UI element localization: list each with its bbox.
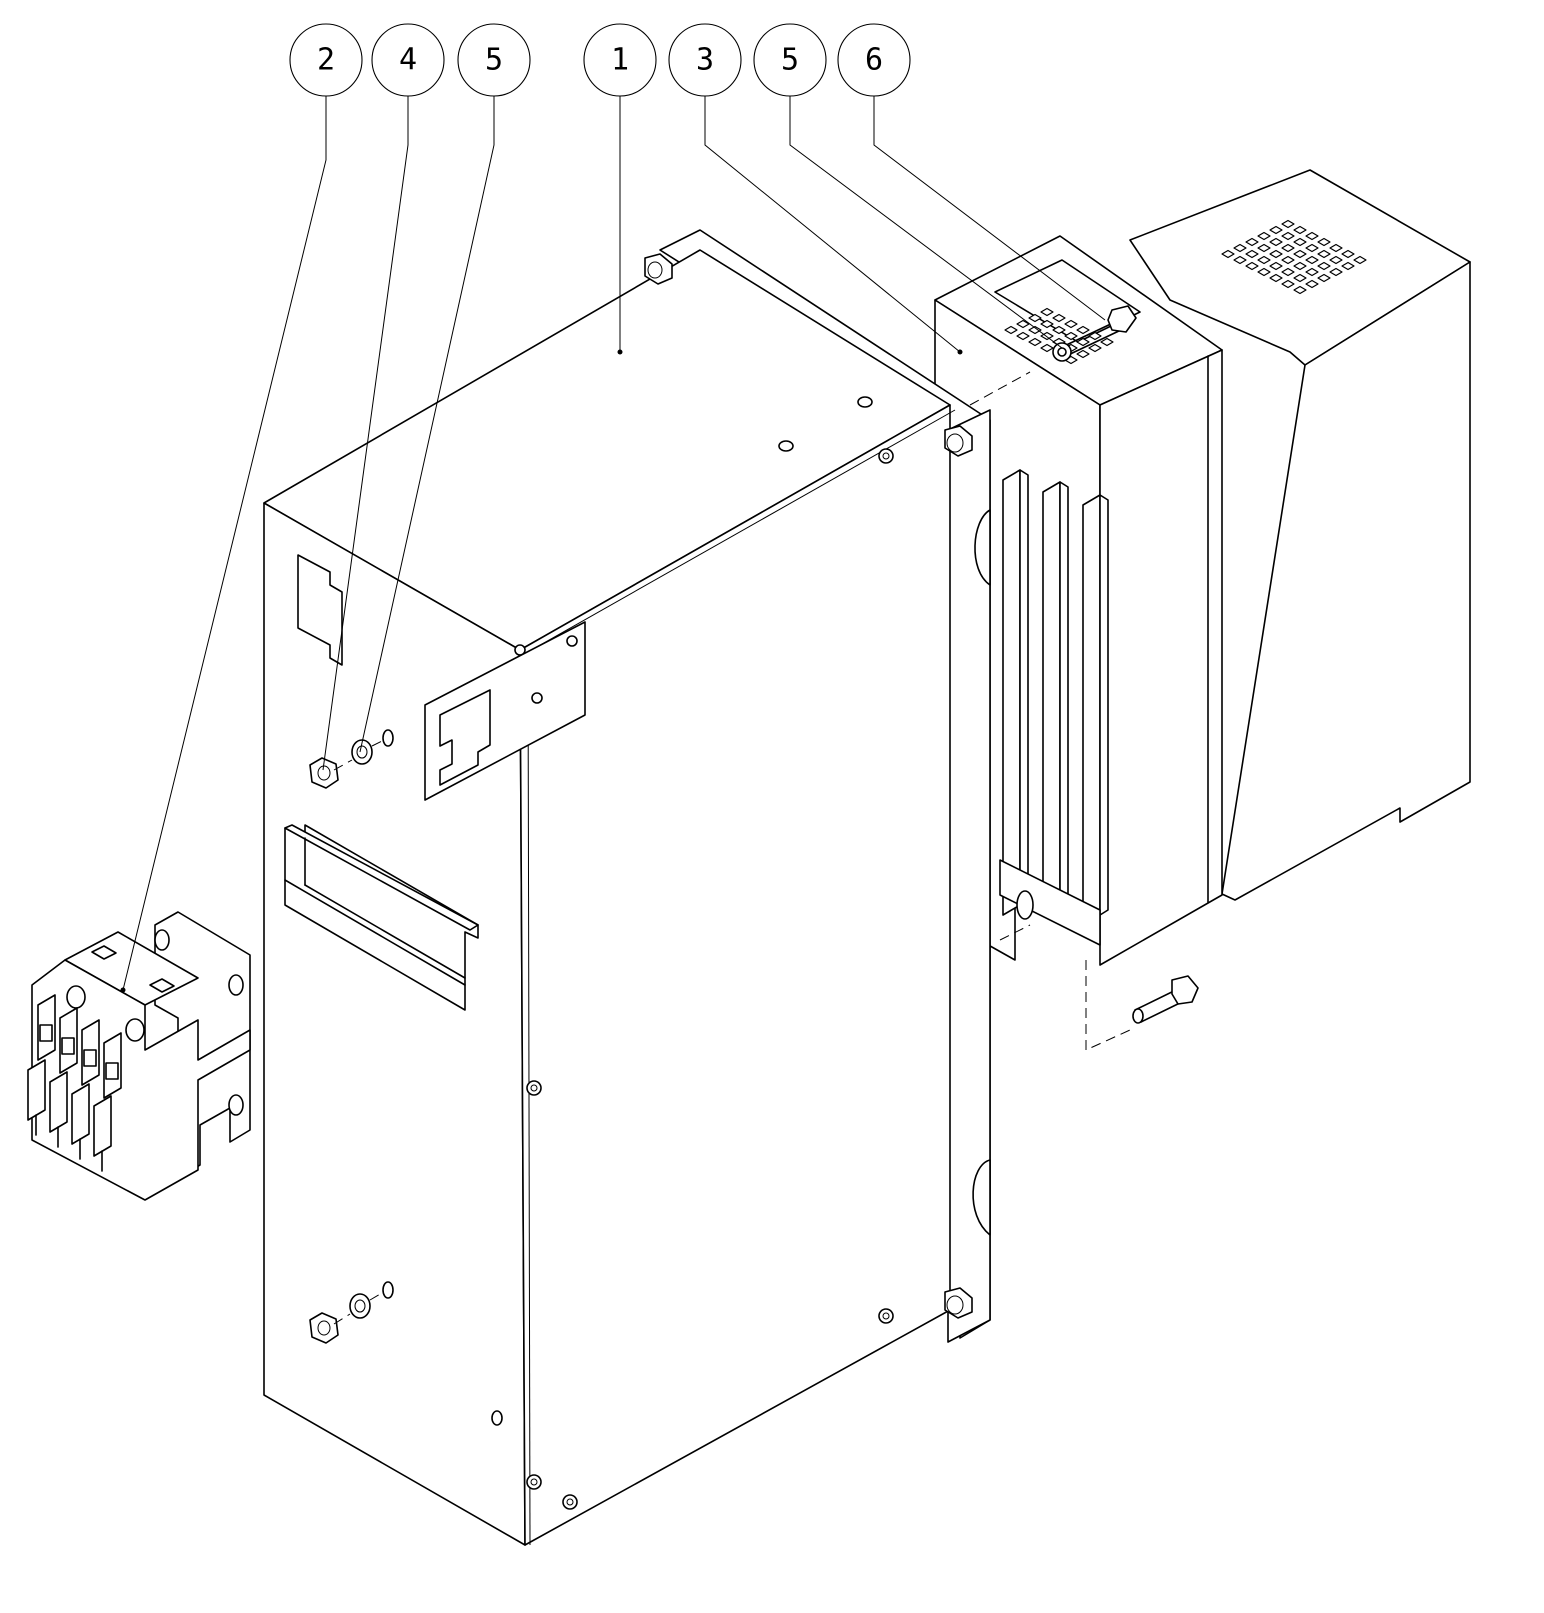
vent-slot (1064, 331, 1078, 341)
vent-slot (1076, 325, 1090, 335)
vent-grid (1221, 219, 1367, 295)
vent-slot (1004, 325, 1018, 335)
vent-slot (1293, 225, 1307, 235)
heatsink-fins (999, 469, 1109, 946)
main-enclosure (263, 229, 991, 1546)
balloon-label: 5 (485, 43, 503, 78)
vent-slot (1257, 267, 1271, 277)
vent-slot (1293, 273, 1307, 283)
vent-slot (1293, 261, 1307, 271)
vent-slot (1257, 243, 1271, 253)
balloon-label: 2 (317, 43, 335, 78)
vent-slot (1245, 249, 1259, 259)
vent-slot (1281, 255, 1295, 265)
vent-slot (1281, 219, 1295, 229)
vent-slot (1028, 313, 1042, 323)
vent-slot (1257, 231, 1271, 241)
vent-slot (1305, 243, 1319, 253)
vent-slot (1269, 225, 1283, 235)
vent-slot (1076, 337, 1090, 347)
vent-slot (1281, 231, 1295, 241)
balloon-item-b4: 1 (583, 23, 657, 97)
balloon-label: 5 (781, 43, 799, 78)
balloon-label: 1 (611, 43, 629, 78)
vent-slot (1088, 331, 1102, 341)
vent-slot (1317, 273, 1331, 283)
vent-slot (1016, 331, 1030, 341)
balloon-label: 4 (399, 43, 417, 78)
vent-slot (1040, 343, 1054, 353)
vent-slot (1305, 267, 1319, 277)
vent-slot (1269, 261, 1283, 271)
vent-slot (1245, 261, 1259, 271)
vent-slot (1269, 249, 1283, 259)
vent-slot (1076, 349, 1090, 359)
top-screw (1052, 305, 1137, 362)
vent-slot (1293, 285, 1307, 295)
balloon-item-b7: 6 (837, 23, 911, 97)
vent-slot (1317, 249, 1331, 259)
vent-slot (1281, 243, 1295, 253)
vent-slot (1341, 249, 1355, 259)
vent-slot (1293, 237, 1307, 247)
contactor (27, 911, 251, 1201)
vent-slot (1329, 267, 1343, 277)
vent-slot (1317, 261, 1331, 271)
vent-slot (1281, 267, 1295, 277)
vent-slot (1317, 237, 1331, 247)
vent-slot (1293, 249, 1307, 259)
vent-slot (1305, 279, 1319, 289)
rear-housing (1129, 169, 1471, 901)
vent-slot (1028, 325, 1042, 335)
balloon-label: 6 (865, 43, 883, 78)
vent-slot (1341, 261, 1355, 271)
vent-slot (1329, 255, 1343, 265)
bottom-bolt (1132, 975, 1199, 1024)
vent-slot (1305, 231, 1319, 241)
vent-slot (1281, 279, 1295, 289)
balloon-label: 3 (696, 43, 714, 78)
balloon-item-b6: 5 (753, 23, 827, 97)
vent-slot (1052, 325, 1066, 335)
vent-slot (1016, 319, 1030, 329)
vent-slot (1353, 255, 1367, 265)
vent-slot (1305, 255, 1319, 265)
leader-lines (120, 95, 1106, 993)
vent-slot (1052, 313, 1066, 323)
vent-slot (1040, 307, 1054, 317)
vent-slot (1064, 319, 1078, 329)
balloon-item-b5: 3 (668, 23, 742, 97)
vent-slot (1233, 243, 1247, 253)
vent-slot (1233, 255, 1247, 265)
din-rail (284, 824, 479, 1011)
vent-slot (1269, 273, 1283, 283)
vent-slot (1028, 337, 1042, 347)
vent-slot (1040, 319, 1054, 329)
vent-slot (1257, 255, 1271, 265)
terminal-blocks (27, 994, 122, 1172)
balloon-item-b1: 2 (289, 23, 363, 97)
vent-slot (1088, 343, 1102, 353)
balloon-item-b3: 5 (457, 23, 531, 97)
vent-slot (1221, 249, 1235, 259)
vent-slot (1245, 237, 1259, 247)
balloon-item-b2: 4 (371, 23, 445, 97)
vent-slot (1100, 337, 1114, 347)
vent-slot (1269, 237, 1283, 247)
vent-slot (1329, 243, 1343, 253)
